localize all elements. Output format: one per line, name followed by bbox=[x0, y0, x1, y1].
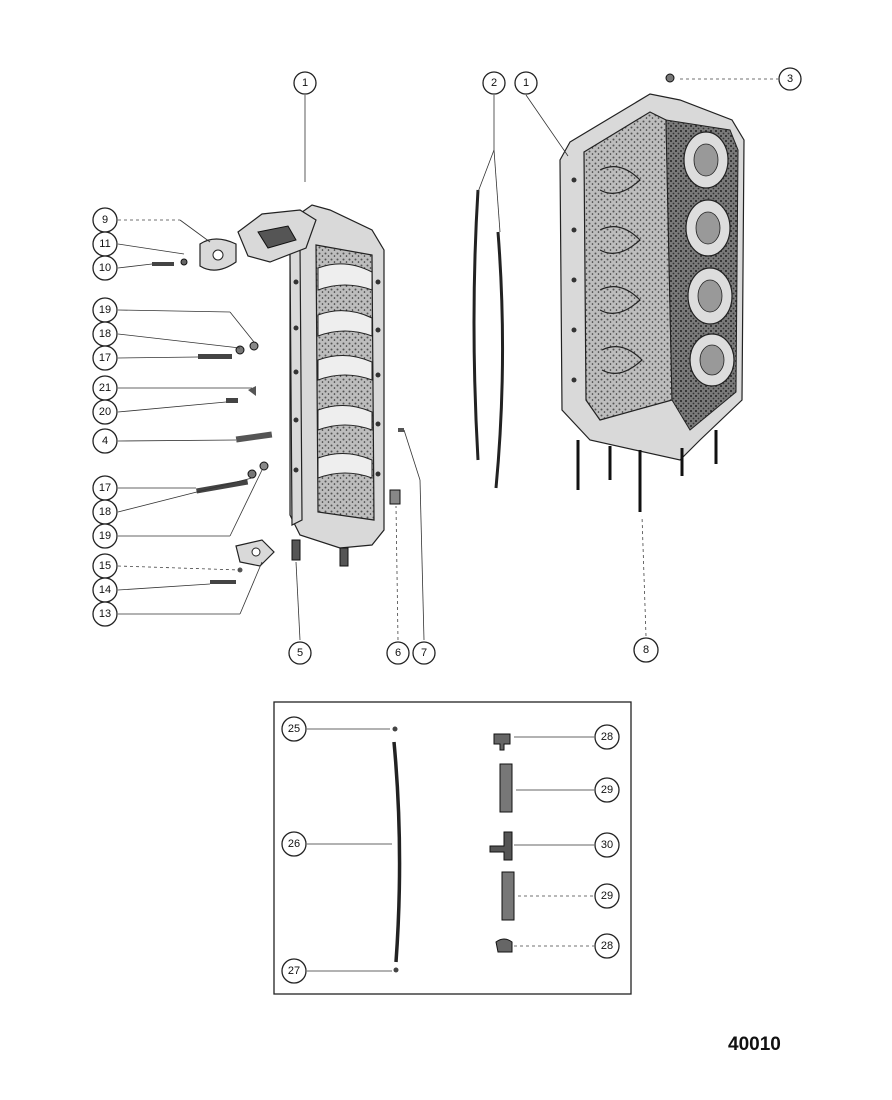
svg-text:14: 14 bbox=[99, 584, 111, 596]
svg-text:1: 1 bbox=[523, 77, 529, 89]
callout-21[interactable]: 21 bbox=[92, 375, 118, 401]
callout-2[interactable]: 2 bbox=[482, 71, 506, 95]
svg-text:18: 18 bbox=[99, 506, 111, 518]
svg-text:7: 7 bbox=[421, 647, 427, 659]
callout-17-bottom[interactable]: 17 bbox=[92, 475, 118, 501]
small-hardware-left bbox=[152, 258, 275, 584]
callout-3[interactable]: 3 bbox=[778, 67, 802, 91]
upper-bearing-bracket bbox=[199, 209, 317, 271]
svg-text:21: 21 bbox=[99, 382, 111, 394]
svg-text:2: 2 bbox=[491, 77, 497, 89]
svg-text:11: 11 bbox=[99, 238, 110, 250]
svg-text:17: 17 bbox=[99, 352, 111, 364]
figure-number: 40010 bbox=[728, 1034, 781, 1055]
callout-18-top[interactable]: 18 bbox=[92, 321, 118, 347]
svg-text:3: 3 bbox=[787, 73, 793, 85]
svg-text:28: 28 bbox=[601, 731, 613, 743]
svg-text:20: 20 bbox=[99, 406, 111, 418]
callout-17-top[interactable]: 17 bbox=[92, 345, 118, 371]
callout-10[interactable]: 10 bbox=[92, 255, 118, 281]
svg-text:30: 30 bbox=[601, 839, 613, 851]
cylinder-block-right bbox=[559, 73, 745, 512]
svg-text:18: 18 bbox=[99, 328, 111, 340]
svg-text:6: 6 bbox=[395, 647, 401, 659]
leader-lines bbox=[117, 78, 778, 972]
svg-text:27: 27 bbox=[288, 965, 300, 977]
callout-19-top[interactable]: 19 bbox=[92, 297, 118, 323]
svg-text:5: 5 bbox=[297, 647, 303, 659]
svg-text:29: 29 bbox=[601, 784, 613, 796]
callout-28-top[interactable]: 28 bbox=[594, 724, 620, 750]
svg-text:19: 19 bbox=[99, 530, 111, 542]
svg-text:8: 8 bbox=[643, 644, 649, 656]
callout-30[interactable]: 30 bbox=[594, 832, 620, 858]
callout-1-left[interactable]: 1 bbox=[293, 71, 317, 95]
callout-13[interactable]: 13 bbox=[92, 601, 118, 627]
callout-7[interactable]: 7 bbox=[412, 641, 436, 665]
detail-inset-box bbox=[273, 701, 632, 995]
svg-text:26: 26 bbox=[288, 838, 300, 850]
callout-27[interactable]: 27 bbox=[281, 958, 307, 984]
callout-15[interactable]: 15 bbox=[92, 553, 118, 579]
callout-29-top[interactable]: 29 bbox=[594, 777, 620, 803]
callout-6[interactable]: 6 bbox=[386, 641, 410, 665]
callout-4[interactable]: 4 bbox=[92, 428, 118, 454]
callout-25[interactable]: 25 bbox=[281, 716, 307, 742]
crankcase-cover-left bbox=[289, 204, 385, 567]
callout-26[interactable]: 26 bbox=[281, 831, 307, 857]
dowel-pins bbox=[389, 428, 404, 505]
svg-text:17: 17 bbox=[99, 482, 111, 494]
svg-text:29: 29 bbox=[601, 890, 613, 902]
callout-28-bottom[interactable]: 28 bbox=[594, 933, 620, 959]
callout-20[interactable]: 20 bbox=[92, 399, 118, 425]
callout-5[interactable]: 5 bbox=[288, 641, 312, 665]
svg-text:10: 10 bbox=[99, 262, 111, 274]
callout-29-bottom[interactable]: 29 bbox=[594, 883, 620, 909]
callout-9[interactable]: 9 bbox=[92, 207, 118, 233]
svg-text:1: 1 bbox=[302, 77, 308, 89]
callout-11[interactable]: 11 bbox=[92, 231, 118, 257]
svg-text:9: 9 bbox=[102, 214, 108, 226]
svg-text:19: 19 bbox=[99, 304, 111, 316]
svg-text:25: 25 bbox=[288, 723, 300, 735]
seal-strips bbox=[472, 189, 505, 489]
callout-18-bottom[interactable]: 18 bbox=[92, 499, 118, 525]
svg-text:15: 15 bbox=[99, 560, 111, 572]
callout-14[interactable]: 14 bbox=[92, 577, 118, 603]
svg-text:28: 28 bbox=[601, 940, 613, 952]
svg-text:4: 4 bbox=[102, 435, 108, 447]
callout-1-right[interactable]: 1 bbox=[514, 71, 538, 95]
svg-text:13: 13 bbox=[99, 608, 111, 620]
callout-8[interactable]: 8 bbox=[633, 637, 659, 663]
callout-19-bottom[interactable]: 19 bbox=[92, 523, 118, 549]
